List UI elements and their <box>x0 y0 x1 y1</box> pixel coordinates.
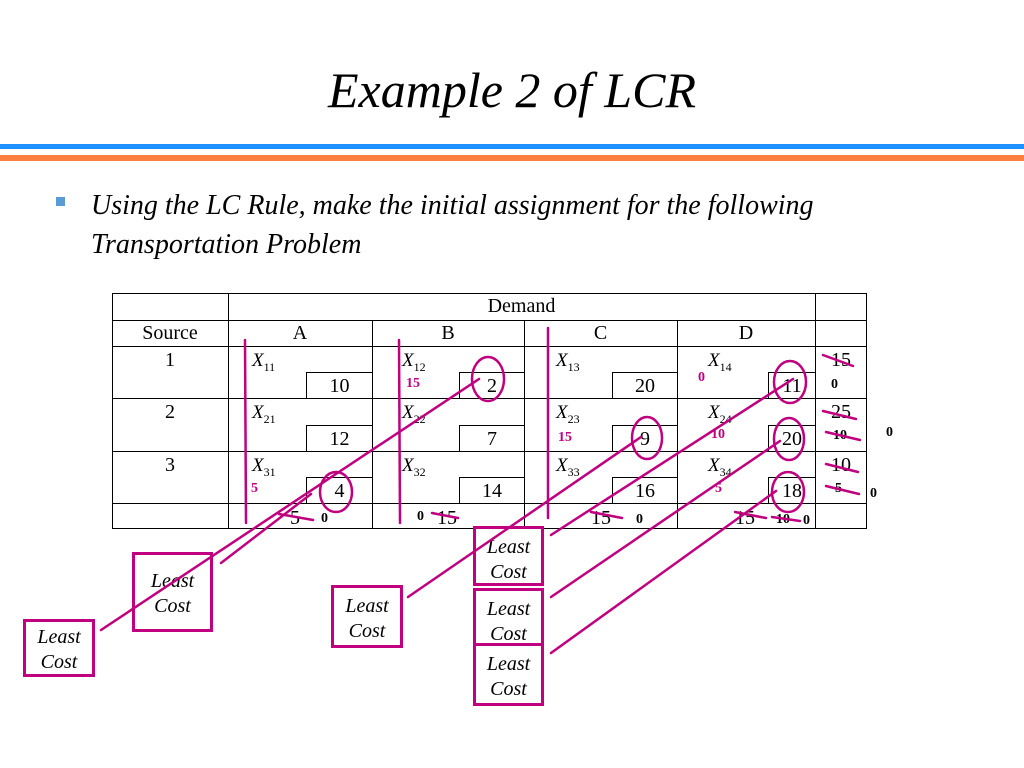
alloc-x12: 15 <box>406 376 420 391</box>
cost-1c: 20 <box>635 375 655 397</box>
column-header-c: C <box>593 322 608 344</box>
callout-label-line2: Cost <box>490 623 527 645</box>
circle-cost-20 <box>772 416 806 462</box>
demand-a-updated: 0 <box>321 511 328 526</box>
strike-demand-d-updated <box>770 515 802 523</box>
title-rule-orange <box>0 155 1024 161</box>
connector-callout-5 <box>549 439 782 599</box>
title-rule-blue <box>0 144 1024 149</box>
connector-callout-6 <box>549 489 778 655</box>
circle-cost-9 <box>630 415 664 461</box>
callout-label-line2: Cost <box>490 561 527 583</box>
circle-cost-11 <box>772 359 808 405</box>
var-x31: X31 <box>252 455 276 479</box>
cost-1b: 2 <box>487 375 497 397</box>
demand-header: Demand <box>487 295 556 317</box>
var-x32: X32 <box>402 455 426 479</box>
circle-cost-2 <box>470 355 506 403</box>
var-x11: X11 <box>252 350 276 374</box>
circle-cost-4 <box>318 470 354 514</box>
var-x21: X21 <box>252 402 276 426</box>
callout-label-line2: Cost <box>490 678 527 700</box>
bullet-text: Using the LC Rule, make the initial assi… <box>91 190 814 260</box>
cost-3d: 18 <box>782 480 802 502</box>
var-x12: X12 <box>402 350 426 374</box>
strike-supply-3 <box>824 462 860 474</box>
strike-supply-2 <box>821 409 858 421</box>
slide-title: Example 2 of LCR <box>327 62 697 118</box>
demand-c-updated: 0 <box>636 512 643 527</box>
alloc-x31: 5 <box>251 481 258 496</box>
callout-label-line1: Least <box>345 595 389 617</box>
alloc-x34: 5 <box>715 481 722 496</box>
cost-2d: 20 <box>782 428 802 450</box>
callout-label-line1: Least <box>486 536 531 558</box>
cost-2c: 9 <box>640 428 650 450</box>
var-x33: X33 <box>556 455 580 479</box>
demand-b-updated: 0 <box>417 509 424 524</box>
supply-1: 15 <box>831 349 851 371</box>
connector-callout-3 <box>406 435 643 599</box>
cost-3b: 14 <box>482 480 502 502</box>
source-1: 1 <box>165 349 175 371</box>
supply-2-final: 0 <box>886 425 893 440</box>
demand-b: 15 <box>437 507 457 529</box>
column-header-b: B <box>441 322 455 344</box>
bullet-icon <box>56 197 65 206</box>
connector-callout-2 <box>99 377 481 632</box>
connector-callout-4 <box>549 377 795 537</box>
alloc-x14: 0 <box>698 370 705 385</box>
cost-3c: 16 <box>635 480 655 502</box>
alloc-x23: 15 <box>558 430 572 445</box>
cost-3a: 4 <box>334 480 345 502</box>
var-x24: X24 <box>708 402 732 426</box>
callout-label-line1: Least <box>486 598 531 620</box>
cost-2a: 12 <box>329 428 350 450</box>
strike-demand-c <box>589 510 624 520</box>
var-x23: X23 <box>556 402 580 426</box>
var-x13: X13 <box>556 350 580 374</box>
callout-label-line2: Cost <box>348 620 386 642</box>
connector-callout-1 <box>219 492 313 565</box>
source-3: 3 <box>165 454 175 476</box>
callout-label-line2: Cost <box>154 595 191 617</box>
strike-supply-3-updated <box>824 484 861 496</box>
source-header: Source <box>142 322 198 344</box>
callout-label-line1: Least <box>486 653 531 675</box>
column-header-a: A <box>292 322 308 344</box>
demand-d-final: 0 <box>803 513 810 528</box>
strike-supply-1 <box>821 353 855 368</box>
circle-cost-18 <box>770 470 806 514</box>
cost-1d: 11 <box>782 375 802 397</box>
strike-demand-b <box>430 511 460 520</box>
strike-demand-d <box>733 510 768 520</box>
source-2: 2 <box>165 401 175 423</box>
callout-label-line1: Least <box>37 626 81 648</box>
cost-2b: 7 <box>487 428 497 450</box>
cost-1a: 10 <box>329 375 350 397</box>
var-x14: X14 <box>708 350 732 374</box>
strike-supply-2-updated <box>824 430 862 442</box>
supply-1-updated: 0 <box>831 377 838 392</box>
column-header-d: D <box>738 322 754 344</box>
supply-3: 10 <box>831 454 851 476</box>
strike-column-a <box>243 338 248 525</box>
supply-3-final: 0 <box>870 486 877 501</box>
callout-label-line2: Cost <box>40 651 78 673</box>
